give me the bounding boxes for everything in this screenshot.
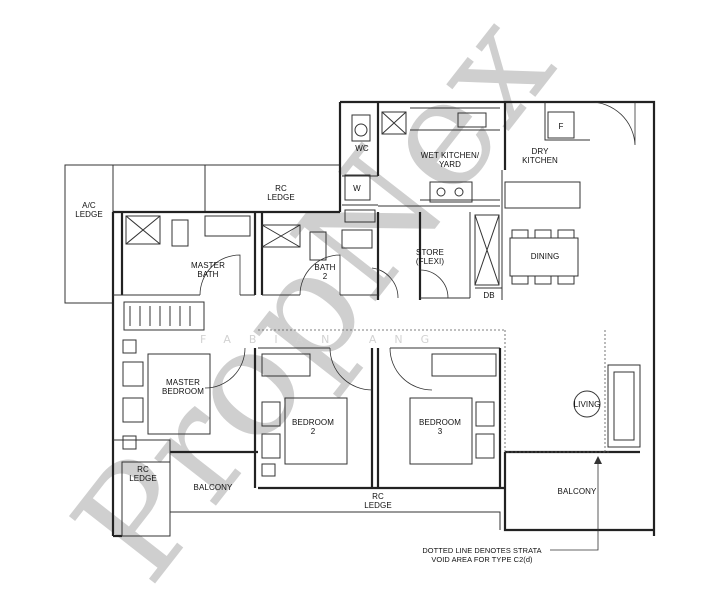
label-rc-ledge-bottom-2: LEDGE	[364, 501, 392, 510]
label-balcony-left: BALCONY	[194, 483, 233, 492]
label-rc-ledge-left-2: LEDGE	[129, 474, 157, 483]
label-dry-kitchen-1: DRY	[531, 147, 549, 156]
label-master-bath-1: MASTER	[191, 261, 225, 270]
label-dining: DINING	[531, 252, 560, 261]
label-rc-ledge-top-2: LEDGE	[267, 193, 295, 202]
label-living: LIVING	[574, 400, 601, 409]
note-line-2: VOID AREA FOR TYPE C2(d)	[431, 555, 532, 564]
room-labels: A/C LEDGE RC LEDGE WC W WET KITCHEN/ YAR…	[75, 122, 601, 510]
door-swings	[199, 101, 636, 391]
label-rc-ledge-top-1: RC	[275, 184, 287, 193]
label-bath2-1: BATH	[314, 263, 335, 272]
label-wet-kitchen-1: WET KITCHEN/	[421, 151, 480, 160]
fixtures	[122, 107, 641, 477]
label-ac-ledge-1: A/C	[82, 201, 96, 210]
label-master-bedroom-2: BEDROOM	[162, 387, 204, 396]
strata-void-line	[258, 329, 610, 453]
label-wet-kitchen-2: YARD	[439, 160, 461, 169]
watermark-name: FABIAN ANG	[200, 333, 447, 346]
label-bedroom3-2: 3	[438, 427, 443, 436]
label-master-bedroom-1: MASTER	[166, 378, 200, 387]
label-ac-ledge-2: LEDGE	[75, 210, 103, 219]
label-db: DB	[483, 291, 494, 300]
label-bedroom3-1: BEDROOM	[419, 418, 461, 427]
label-store-1: STORE	[416, 248, 444, 257]
label-bedroom2-2: 2	[311, 427, 316, 436]
label-w: W	[353, 184, 361, 193]
label-rc-ledge-bottom-1: RC	[372, 492, 384, 501]
label-balcony-right: BALCONY	[558, 487, 597, 496]
label-store-2: (FLEXI)	[416, 257, 444, 266]
label-rc-ledge-left-1: RC	[137, 465, 149, 474]
label-bedroom2-1: BEDROOM	[292, 418, 334, 427]
strata-note: DOTTED LINE DENOTES STRATA VOID AREA FOR…	[422, 456, 602, 564]
walls	[111, 100, 656, 538]
note-line-1: DOTTED LINE DENOTES STRATA	[422, 546, 541, 555]
label-bath2-2: 2	[323, 272, 328, 281]
label-fridge: F	[559, 122, 564, 131]
living-marker	[573, 390, 601, 418]
label-master-bath-2: BATH	[197, 270, 218, 279]
label-wc: WC	[355, 144, 369, 153]
label-dry-kitchen-2: KITCHEN	[522, 156, 558, 165]
